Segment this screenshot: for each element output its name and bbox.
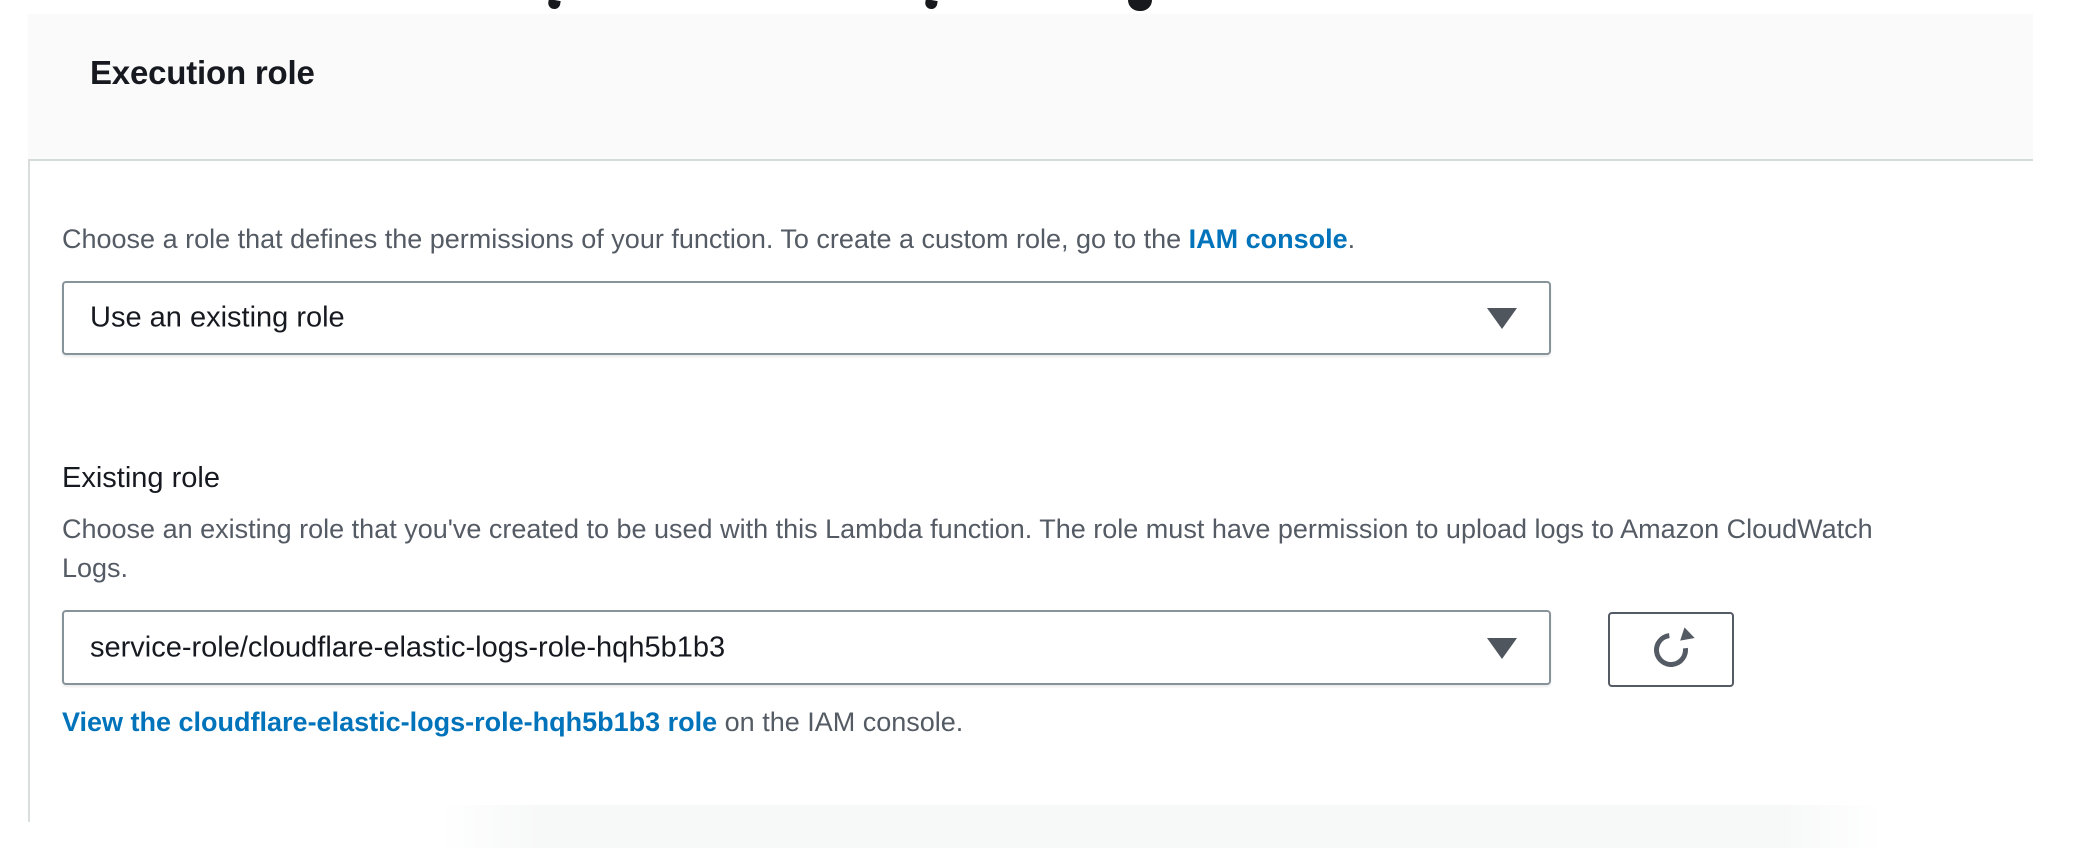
refresh-roles-button[interactable] (1608, 612, 1734, 687)
view-role-line: View the cloudflare-elastic-logs-role-hq… (62, 704, 963, 740)
view-role-suffix: on the IAM console. (717, 707, 964, 737)
iam-console-link[interactable]: IAM console (1188, 224, 1348, 254)
next-section-edge (440, 805, 1882, 848)
help-text-suffix: . (1347, 224, 1356, 254)
panel-left-border (28, 14, 30, 822)
clipped-text-fragment (1128, 0, 1152, 11)
section-title: Execution role (90, 54, 315, 91)
clipped-text-fragment (547, 0, 561, 10)
existing-role-select[interactable]: service-role/cloudflare-elastic-logs-rol… (62, 610, 1551, 685)
view-role-link[interactable]: View the cloudflare-elastic-logs-role-hq… (62, 707, 718, 737)
execution-role-section-header: Execution role (28, 14, 2033, 161)
help-text-prefix: Choose a role that defines the permissio… (62, 224, 1189, 254)
refresh-icon (1647, 625, 1697, 674)
clipped-text-fragment (924, 0, 938, 10)
role-source-select-value: Use an existing role (90, 301, 345, 334)
caret-down-icon (1487, 637, 1517, 659)
existing-role-label: Existing role (62, 462, 220, 494)
existing-role-select-value: service-role/cloudflare-elastic-logs-rol… (90, 631, 726, 663)
role-source-select[interactable]: Use an existing role (62, 281, 1551, 355)
existing-role-description: Choose an existing role that you've crea… (62, 514, 1873, 583)
role-source-help-text: Choose a role that defines the permissio… (62, 222, 1355, 256)
caret-down-icon (1487, 308, 1517, 329)
